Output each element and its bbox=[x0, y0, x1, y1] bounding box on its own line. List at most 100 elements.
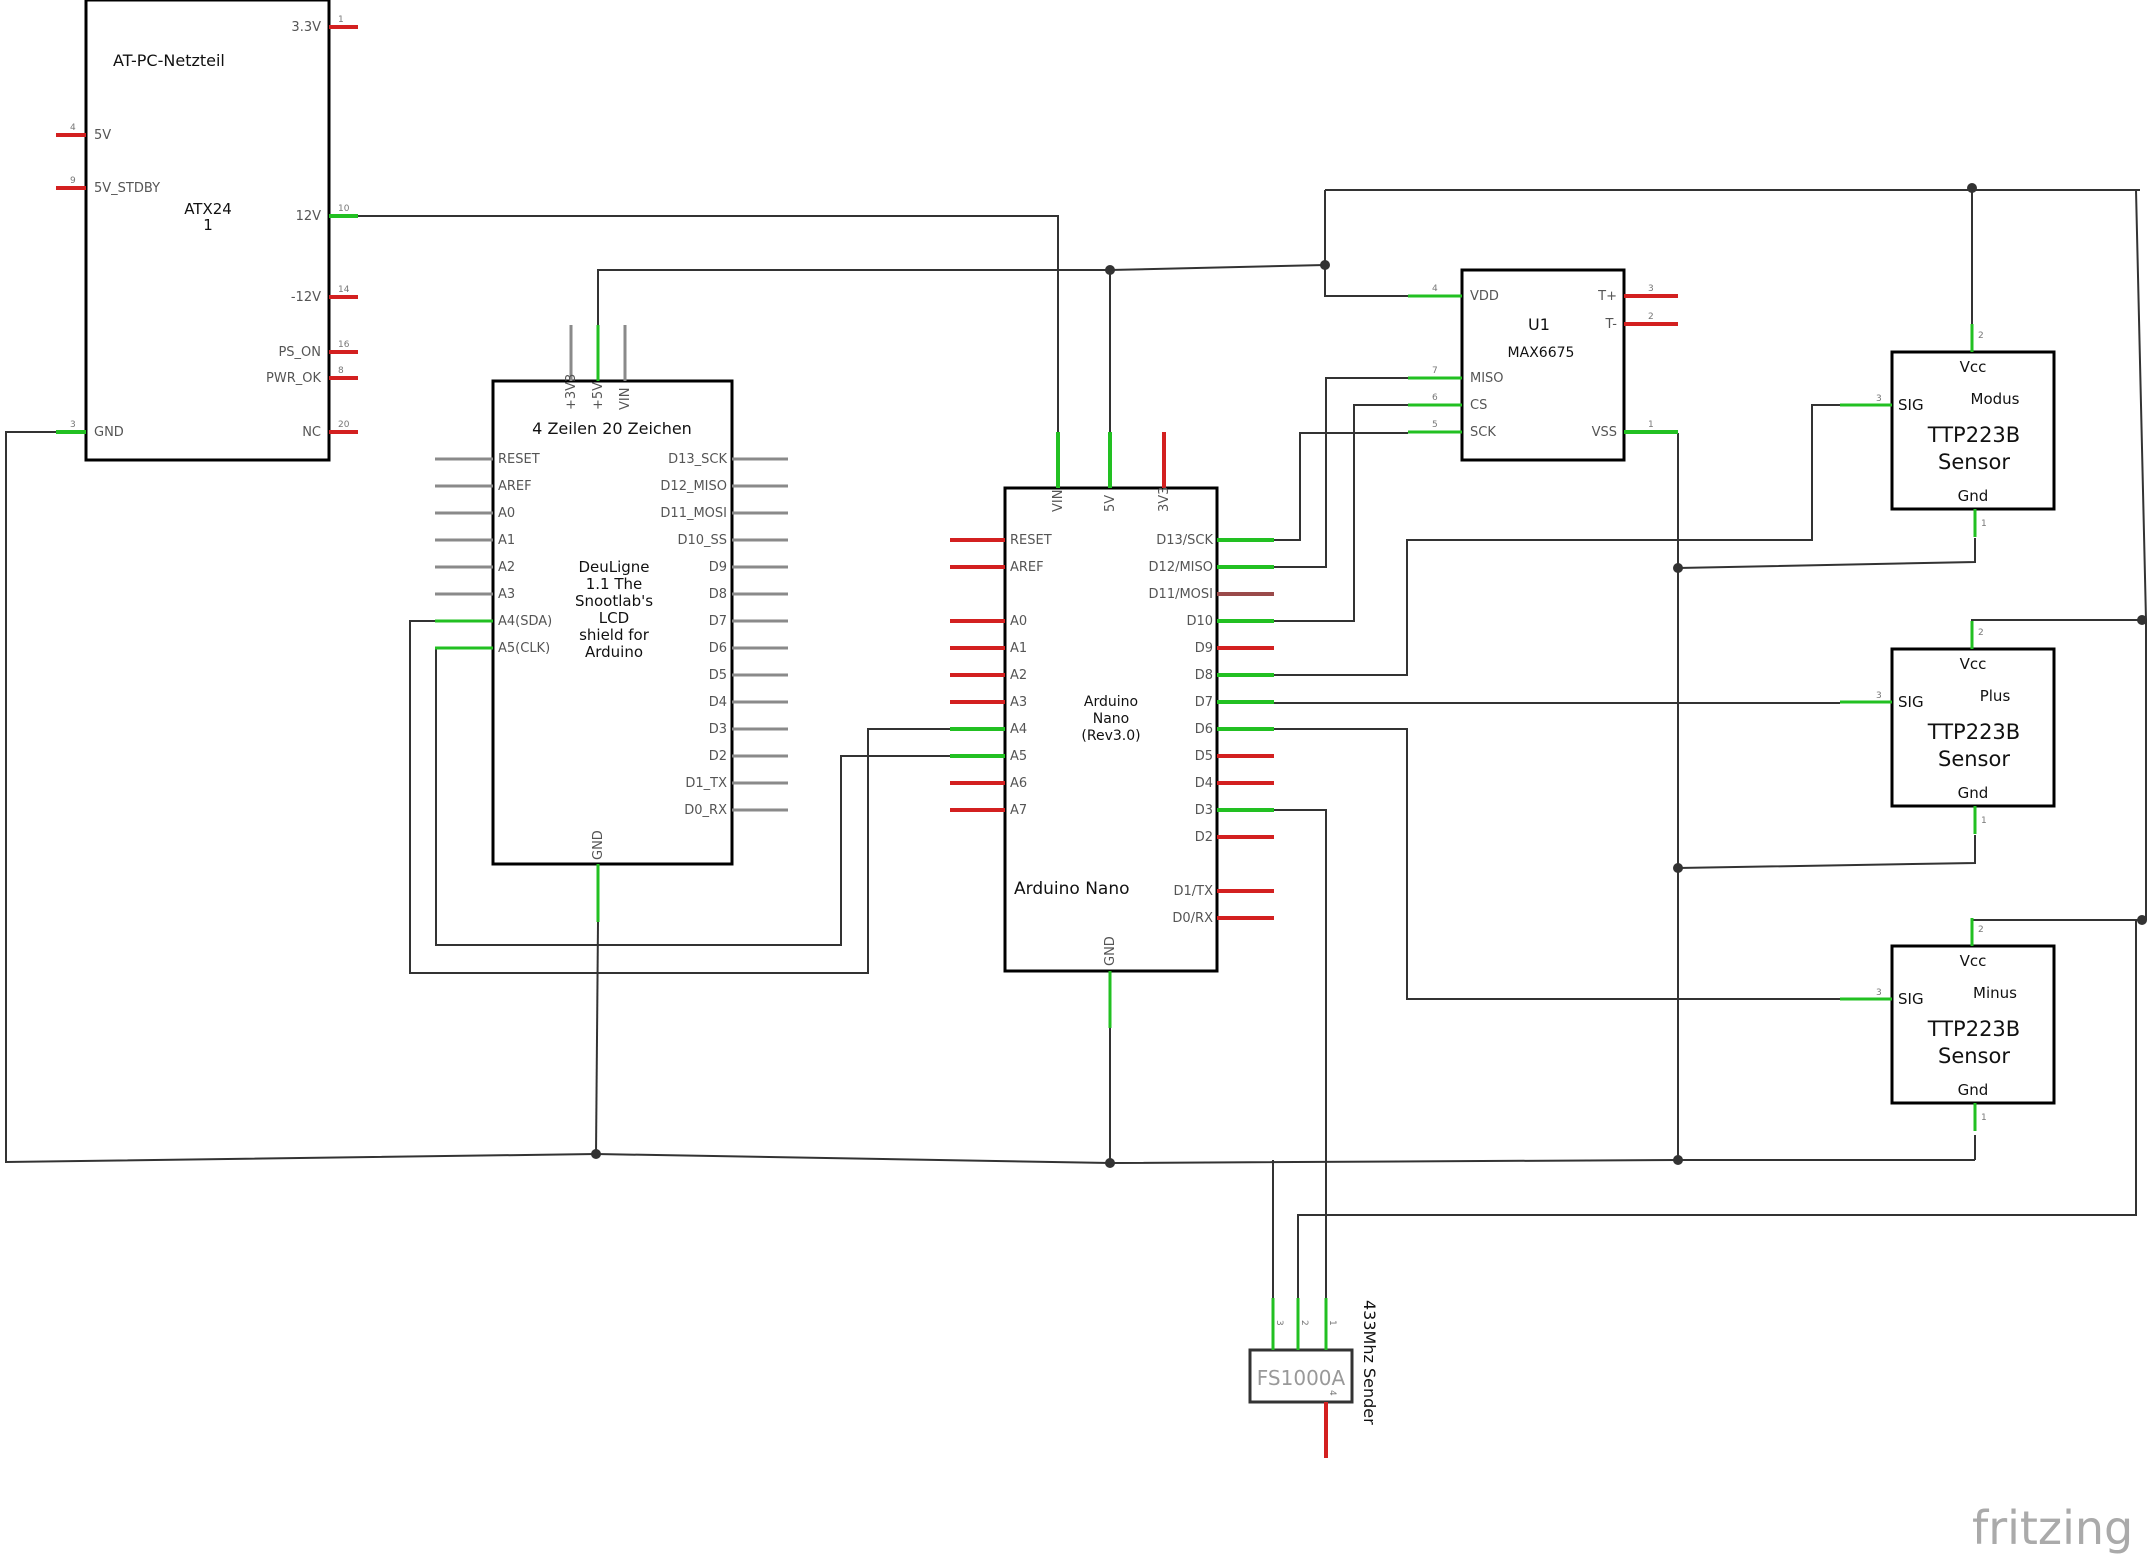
atx-name2: 1 bbox=[203, 216, 213, 234]
atx-pin-number: 3 bbox=[70, 420, 76, 430]
wire-12v-vin bbox=[352, 215, 1059, 432]
sensor-line1: TTP223B bbox=[1927, 423, 2020, 447]
wire-vdd bbox=[1324, 190, 1408, 297]
nano-pin-label: D13/SCK bbox=[1156, 533, 1213, 548]
max-pin-number: 7 bbox=[1432, 366, 1438, 376]
max-pin-number: 1 bbox=[1648, 420, 1654, 430]
junction bbox=[1105, 265, 1115, 275]
nano-description-line: Nano bbox=[1093, 711, 1130, 727]
sender-label: 433Mhz Sender bbox=[1360, 1300, 1379, 1425]
sensor-pin-number: 3 bbox=[1876, 691, 1882, 701]
max-pin-label: T+ bbox=[1597, 289, 1617, 304]
atx-pin-label: PS_ON bbox=[278, 345, 321, 360]
lcd-title: 4 Zeilen 20 Zeichen bbox=[532, 419, 692, 438]
sensor-pin-number: 1 bbox=[1981, 816, 1987, 826]
lcd-pin-label: A2 bbox=[498, 560, 515, 575]
max-pin-number: 6 bbox=[1432, 393, 1438, 403]
sender-part: FS1000A bbox=[1257, 1366, 1346, 1390]
atx-pin-number: 14 bbox=[338, 285, 350, 295]
lcd-description-line: Snootlab's bbox=[575, 592, 653, 610]
nano-title: Arduino Nano bbox=[1014, 879, 1130, 899]
nano-pin-label: D3 bbox=[1195, 803, 1213, 818]
lcd-pin-label: D10_SS bbox=[677, 533, 727, 548]
sensor-name: Plus bbox=[1980, 687, 2011, 705]
lcd-pin-label: D7 bbox=[709, 614, 727, 629]
rf-sender: FS1000A 3 2 1 4 433Mhz Sender bbox=[1248, 1298, 1379, 1458]
lcd-pin-label: D12_MISO bbox=[660, 479, 727, 494]
junction bbox=[1105, 1158, 1115, 1168]
nano-pin-label: D10 bbox=[1186, 614, 1213, 629]
lcd-pin-label: RESET bbox=[498, 452, 540, 467]
max-name: U1 bbox=[1528, 315, 1550, 334]
sensor-line2: Sensor bbox=[1938, 1044, 2010, 1068]
sender-body bbox=[1248, 1348, 1354, 1404]
fritzing-logo: fritzing bbox=[1972, 1501, 2133, 1555]
sensor-name: Minus bbox=[1973, 984, 2017, 1002]
lcd-pin-label: A4(SDA) bbox=[498, 614, 552, 629]
lcd-pin-label: +3V3 bbox=[564, 374, 579, 410]
nano-pin-label: D1/TX bbox=[1173, 884, 1213, 899]
lcd-pin-label: D5 bbox=[709, 668, 727, 683]
wire-vcc-right bbox=[2135, 189, 2147, 920]
sensor-sig-label: SIG bbox=[1898, 693, 1924, 711]
nano-pin-label: A4 bbox=[1010, 722, 1027, 737]
atx-pin-number: 16 bbox=[338, 340, 350, 350]
nano-pin-label: 3V3 bbox=[1157, 487, 1172, 512]
sensor-line2: Sensor bbox=[1938, 747, 2010, 771]
sensor-vcc-label: Vcc bbox=[1960, 952, 1987, 970]
wire-miso bbox=[1272, 377, 1408, 568]
junctions bbox=[591, 183, 2147, 1168]
nano-pin-label: AREF bbox=[1010, 560, 1044, 575]
wire-d3-sender bbox=[1272, 809, 1327, 1310]
lcd-pin-label: D9 bbox=[709, 560, 727, 575]
atx-pin-number: 20 bbox=[338, 420, 350, 430]
sender-pin-num: 3 bbox=[1274, 1320, 1284, 1326]
atx-body bbox=[84, 0, 331, 462]
lcd-pin-label: D1_TX bbox=[685, 776, 727, 791]
nano-pin-label: D6 bbox=[1195, 722, 1213, 737]
lcd-description-line: LCD bbox=[599, 609, 629, 627]
wire-5v-bus bbox=[1109, 264, 1326, 271]
lcd-pin-label: A5(CLK) bbox=[498, 641, 550, 656]
sensor-pin-number: 1 bbox=[1981, 1113, 1987, 1123]
nano-pin-label: D2 bbox=[1195, 830, 1213, 845]
atx-pin-label: 5V_STDBY bbox=[94, 181, 160, 196]
nano-pin-label: VIN bbox=[1051, 490, 1066, 512]
max-pin-label: T- bbox=[1605, 317, 1618, 332]
atx-pin-label: GND bbox=[94, 425, 124, 440]
lcd-pin-label: +5V bbox=[591, 382, 606, 410]
max-pin-number: 5 bbox=[1432, 420, 1438, 430]
max-pin-label: VDD bbox=[1470, 289, 1499, 304]
sensor-pin-number: 2 bbox=[1978, 925, 1984, 935]
wire-gnd-atx bbox=[5, 431, 597, 1164]
atx-pin-label: 5V bbox=[94, 128, 111, 143]
max-pin-number: 2 bbox=[1648, 312, 1654, 322]
sensor-name: Modus bbox=[1971, 390, 2020, 408]
junction bbox=[591, 1149, 601, 1159]
lcd-pin-label: A0 bbox=[498, 506, 515, 521]
junction bbox=[1673, 1155, 1683, 1165]
wire-sig-modus bbox=[1272, 404, 1840, 676]
nano-pin-label: D0/RX bbox=[1172, 911, 1213, 926]
lcd-pin-label: A3 bbox=[498, 587, 515, 602]
atx-pin-label: 3.3V bbox=[291, 20, 321, 35]
junction bbox=[1673, 563, 1683, 573]
sensor-sig-label: SIG bbox=[1898, 990, 1924, 1008]
lcd-pin-label: D4 bbox=[709, 695, 727, 710]
nano-pin-label: D5 bbox=[1195, 749, 1213, 764]
junction bbox=[1320, 260, 1330, 270]
lcd-pin-label: D2 bbox=[709, 749, 727, 764]
lcd-pin-label: GND bbox=[591, 830, 606, 860]
nano-pin-label: A2 bbox=[1010, 668, 1027, 683]
max-pin-label: VSS bbox=[1592, 425, 1617, 440]
junction bbox=[1967, 183, 1977, 193]
sensor-pin-number: 3 bbox=[1876, 394, 1882, 404]
